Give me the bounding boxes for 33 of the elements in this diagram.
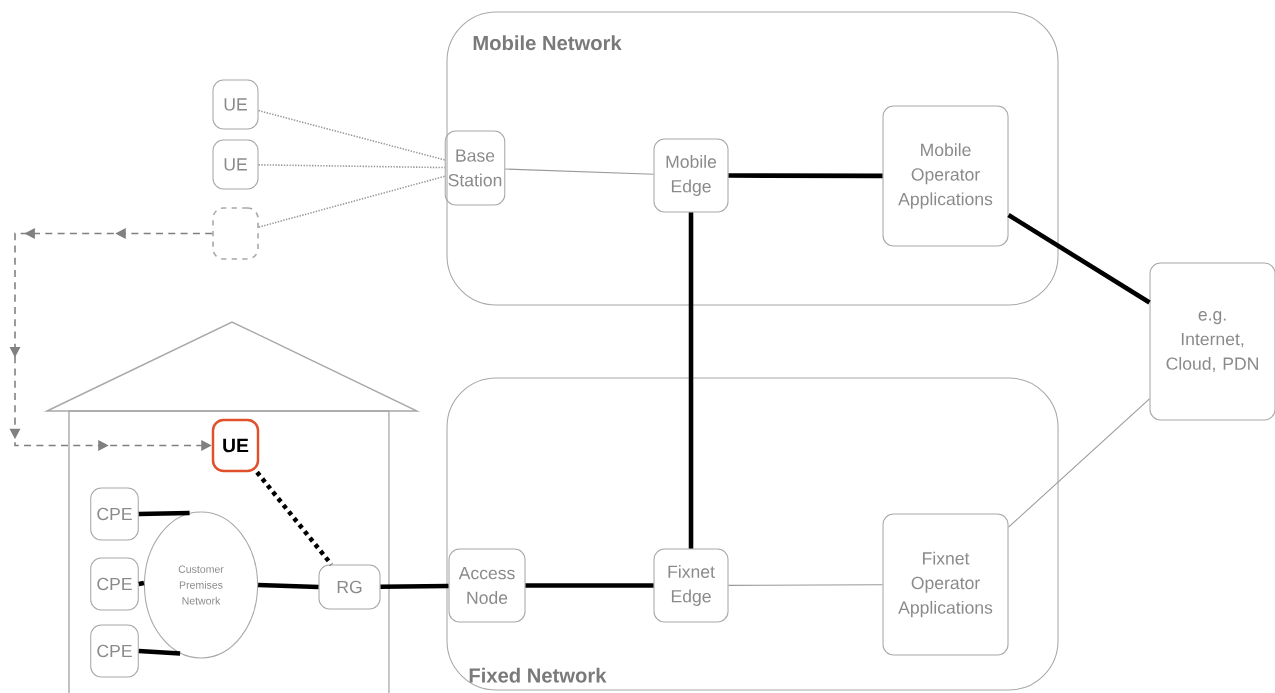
- connection-line: [728, 584, 883, 586]
- network-box: Mobile Operator Applications: [882, 105, 1009, 247]
- device-box: CPE: [90, 624, 139, 678]
- device-box: CPE: [90, 487, 139, 541]
- connection-line: [258, 582, 319, 590]
- network-box: Mobile Edge: [653, 138, 729, 213]
- connection-line: [525, 583, 654, 588]
- connection-line: [380, 583, 449, 589]
- connection-line: [728, 173, 883, 179]
- device-box: UE: [212, 79, 259, 130]
- network-box: Base Station: [444, 130, 506, 206]
- connection-line: [138, 580, 145, 587]
- placeholder-box: [212, 207, 259, 260]
- device-box: UE: [212, 139, 259, 190]
- connection-line: [1008, 398, 1150, 528]
- region-heading: Mobile Network: [473, 35, 622, 51]
- connection-line: [258, 175, 446, 228]
- connection-line: [257, 109, 446, 161]
- network-box: Access Node: [448, 548, 526, 623]
- region-heading: Fixed Network: [469, 667, 607, 683]
- connection-line: [255, 470, 334, 566]
- network-box: e.g. Internet, Cloud, PDN: [1149, 262, 1275, 421]
- device-box: RG: [318, 564, 381, 610]
- connection-line: [138, 510, 190, 517]
- device-box: UE: [211, 418, 260, 473]
- network-box: Fixnet Operator Applications: [882, 513, 1009, 656]
- connection-line: [138, 648, 181, 656]
- device-box: CPE: [90, 557, 139, 611]
- network-box: Fixnet Edge: [653, 548, 729, 623]
- connection-line: [504, 168, 654, 175]
- connection-line: [1007, 213, 1151, 305]
- connection-line: [688, 212, 694, 549]
- connection-line: [257, 164, 446, 169]
